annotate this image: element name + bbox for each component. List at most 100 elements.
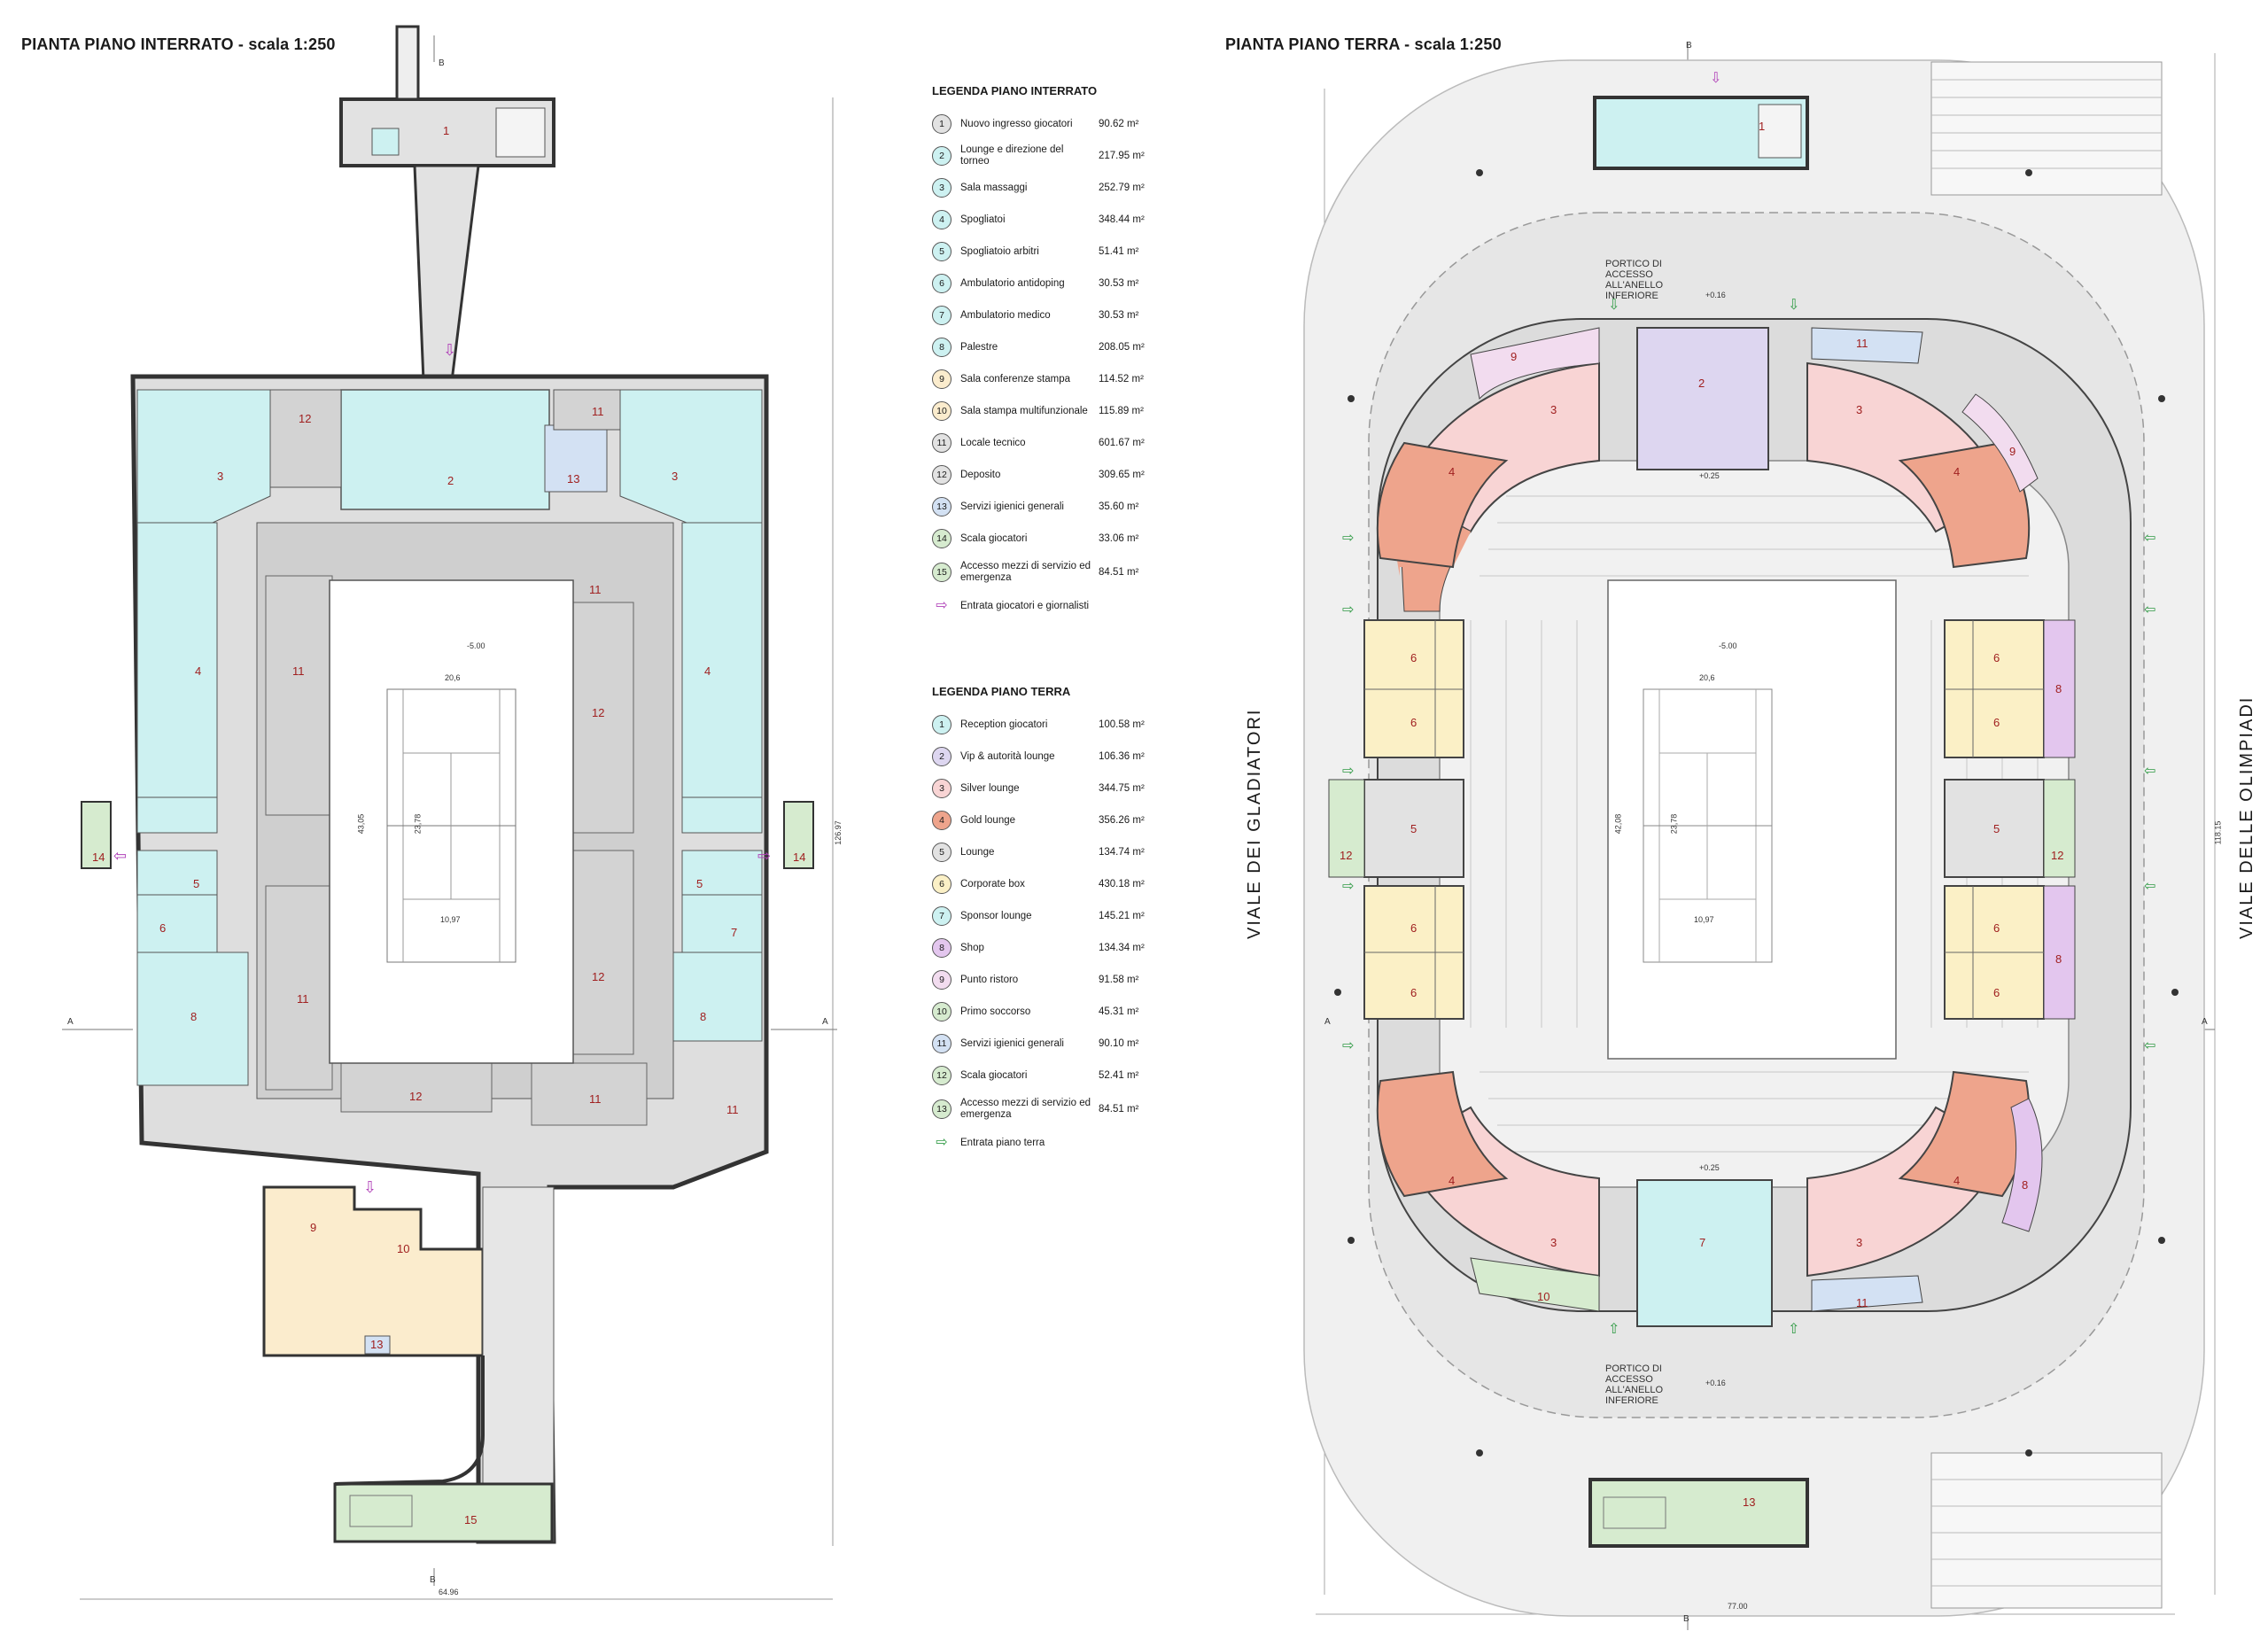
left-elevation: -5.00 <box>467 641 485 650</box>
entry-arrow-icon: ⇦ <box>2144 602 2156 618</box>
legend-number-badge: 4 <box>932 811 951 830</box>
legend-label: Locale tecnico <box>960 437 1026 448</box>
right-elev-court: -5.00 <box>1719 641 1737 650</box>
right-room-9a: 9 <box>1511 350 1518 363</box>
legend-area: 601.67 m² <box>1099 438 1145 448</box>
legend-number-badge: 13 <box>932 497 951 517</box>
legend-number-badge: 10 <box>932 1002 951 1021</box>
left-room-1: 1 <box>443 124 450 137</box>
legend-label: Punto ristoro <box>960 974 1019 985</box>
legend-number-badge: 2 <box>932 146 951 166</box>
right-room-4b: 4 <box>1953 465 1961 478</box>
legend-area: 90.10 m² <box>1099 1038 1139 1049</box>
left-room-5a: 5 <box>193 877 200 890</box>
left-room-3b: 3 <box>672 470 679 483</box>
right-court-inner: 23,78 <box>1669 813 1679 835</box>
legend-number-badge: 14 <box>932 529 951 548</box>
left-room-13a: 13 <box>567 472 580 485</box>
left-room-4a: 4 <box>195 664 202 678</box>
entry-arrow-icon: ⇧ <box>1608 1322 1620 1337</box>
right-room-4a: 4 <box>1449 465 1456 478</box>
entry-arrow-icon: ⇧ <box>1788 1322 1800 1337</box>
right-room-9b: 9 <box>2009 445 2016 458</box>
legend-label: Primo soccorso <box>960 1006 1031 1017</box>
left-room-5b: 5 <box>696 877 703 890</box>
right-room-10: 10 <box>1537 1290 1550 1303</box>
legend-area: 309.65 m² <box>1099 470 1145 480</box>
entry-arrow-icon: ⇩ <box>1788 298 1800 313</box>
legend-label: Spogliatoio arbitri <box>960 245 1039 257</box>
legend-number-badge: 12 <box>932 465 951 485</box>
right-room-6g: 6 <box>1993 921 2000 935</box>
right-elev-top: +0.16 <box>1705 291 1726 299</box>
legend-area: 134.74 m² <box>1099 847 1145 858</box>
left-room-11f: 11 <box>726 1103 739 1116</box>
right-room-7: 7 <box>1699 1236 1706 1249</box>
legend-label: Lounge e direzione del torneo <box>960 144 1064 167</box>
left-room-11e: 11 <box>589 1092 602 1106</box>
right-room-11a: 11 <box>1856 337 1868 350</box>
right-room-8b: 8 <box>2055 952 2062 966</box>
legend-number-badge: 10 <box>932 401 951 421</box>
left-room-13b: 13 <box>370 1338 384 1351</box>
legend-number-badge: 1 <box>932 715 951 734</box>
legend-label: Sala conferenze stampa <box>960 373 1071 385</box>
left-room-12c: 12 <box>592 970 605 983</box>
right-room-11b: 11 <box>1856 1296 1868 1309</box>
legend-number-badge: 6 <box>932 874 951 894</box>
legend-area: 145.21 m² <box>1099 911 1145 921</box>
legend-area: 217.95 m² <box>1099 151 1145 161</box>
legend-area: 134.34 m² <box>1099 943 1145 953</box>
legend-area: 33.06 m² <box>1099 533 1139 544</box>
legend-area: 30.53 m² <box>1099 310 1139 321</box>
left-room-12a: 12 <box>299 412 312 425</box>
entry-arrow-icon: ⇩ <box>1710 71 1722 86</box>
legend-number-badge: 8 <box>932 938 951 958</box>
right-section-a-left: A <box>1324 1017 1331 1027</box>
legend-number-badge: 5 <box>932 843 951 862</box>
legend-label: Palestre <box>960 341 998 353</box>
right-plan-title: PIANTA PIANO TERRA - scala 1:250 <box>1225 35 1502 53</box>
left-room-3a: 3 <box>217 470 224 483</box>
legend-label: Spogliatoi <box>960 214 1006 225</box>
left-court-single: 10,97 <box>440 915 461 924</box>
legend-number-badge: 4 <box>932 210 951 229</box>
left-room-8b: 8 <box>700 1010 707 1023</box>
legend-number-badge: 2 <box>932 747 951 766</box>
legend-label: Gold lounge <box>960 814 1016 826</box>
left-room-8a: 8 <box>190 1010 198 1023</box>
legend-area: 344.75 m² <box>1099 783 1145 794</box>
right-room-6h: 6 <box>1993 986 2000 999</box>
legend-area: 91.58 m² <box>1099 975 1139 985</box>
left-section-b-top: B <box>439 58 445 68</box>
right-room-12a: 12 <box>1340 849 1353 862</box>
right-room-5b: 5 <box>1993 822 2000 835</box>
left-room-12b: 12 <box>592 706 605 719</box>
entry-arrow-icon: ⇨ <box>1342 531 1355 546</box>
right-elev-025-top: +0.25 <box>1699 471 1720 480</box>
right-room-8c: 8 <box>2022 1178 2029 1192</box>
right-room-8a: 8 <box>2055 682 2062 695</box>
legend-number-badge: 7 <box>932 306 951 325</box>
left-room-4b: 4 <box>704 664 711 678</box>
entry-arrow-icon: ⇦ <box>2144 1038 2156 1053</box>
legend-label: Corporate box <box>960 878 1025 889</box>
right-total-width: 77.00 <box>1728 1602 1748 1611</box>
right-room-3a: 3 <box>1550 403 1557 416</box>
legend-label: Shop <box>960 942 984 953</box>
entry-arrow-icon: ⇦ <box>2144 879 2156 894</box>
